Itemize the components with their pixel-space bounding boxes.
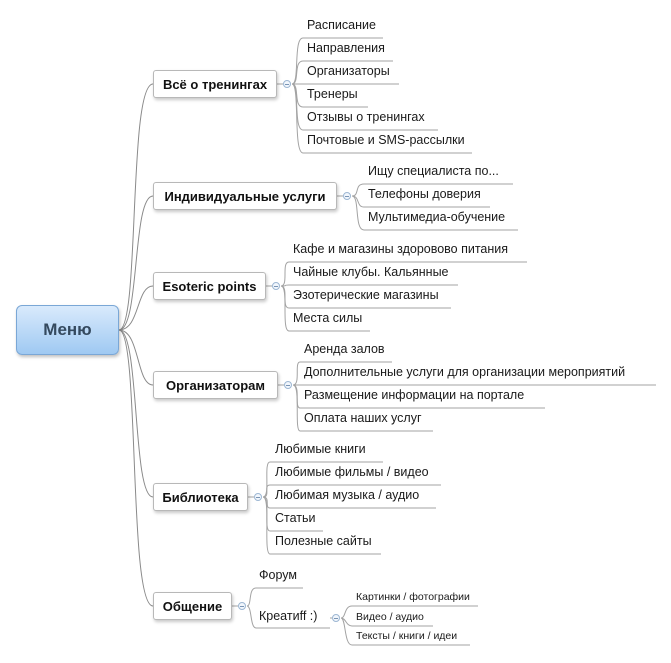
collapse-icon[interactable] [272, 282, 280, 290]
leaf-node[interactable]: Ищу специалиста по... [368, 164, 499, 178]
leaf-node[interactable]: Любимые книги [275, 442, 366, 456]
topic-node[interactable]: Esoteric points [153, 272, 266, 300]
leaf-node[interactable]: Кафе и магазины здоровово питания [293, 242, 509, 256]
root-node[interactable]: Меню [16, 305, 119, 355]
topic-node[interactable]: Индивидуальные услуги [153, 182, 337, 210]
collapse-icon[interactable] [284, 381, 292, 389]
leaf-node[interactable]: Расписание [307, 18, 376, 32]
topic-label: Всё о тренингах [162, 76, 268, 92]
leaf-node[interactable]: Организаторы [307, 64, 390, 78]
leaf-node[interactable]: Аренда залов [304, 342, 385, 356]
topic-label: Библиотека [162, 489, 239, 505]
collapse-icon[interactable] [283, 80, 291, 88]
collapse-icon[interactable] [343, 192, 351, 200]
leaf-node[interactable]: Креатиff :) [259, 609, 318, 623]
leaf-node[interactable]: Телефоны доверия [368, 187, 481, 201]
leaf-node[interactable]: Мультимедиа-обучение [368, 210, 506, 224]
leaf-node[interactable]: Статьи [275, 511, 316, 525]
leaf-node[interactable]: Форум [259, 568, 297, 582]
leaf-node[interactable]: Картинки / фотографии [356, 591, 470, 603]
collapse-icon[interactable] [332, 614, 340, 622]
leaf-node[interactable]: Места силы [293, 311, 363, 325]
leaf-node[interactable]: Чайные клубы. Кальянные [293, 265, 449, 279]
topic-label: Организаторам [166, 377, 265, 393]
topic-node[interactable]: Библиотека [153, 483, 248, 511]
leaf-node[interactable]: Оплата наших услуг [304, 411, 422, 425]
leaf-node[interactable]: Любимая музыка / аудио [275, 488, 420, 502]
leaf-node[interactable]: Отзывы о тренингах [307, 110, 425, 124]
collapse-icon[interactable] [254, 493, 262, 501]
leaf-node[interactable]: Почтовые и SMS-рассылки [307, 133, 465, 147]
leaf-node[interactable]: Направления [307, 41, 385, 55]
collapse-icon[interactable] [238, 602, 246, 610]
topic-label: Esoteric points [162, 278, 257, 294]
topic-label: Индивидуальные услуги [164, 188, 326, 204]
root-label: Меню [43, 320, 92, 339]
leaf-node[interactable]: Полезные сайты [275, 534, 372, 548]
topic-node[interactable]: Организаторам [153, 371, 278, 399]
topic-node[interactable]: Всё о тренингах [153, 70, 277, 98]
topic-label: Общение [162, 598, 223, 614]
topic-node[interactable]: Общение [153, 592, 232, 620]
leaf-node[interactable]: Видео / аудио [356, 611, 424, 623]
leaf-node[interactable]: Дополнительные услуги для организации ме… [304, 365, 626, 379]
leaf-node[interactable]: Размещение информации на портале [304, 388, 525, 402]
leaf-node[interactable]: Любимые фильмы / видео [275, 465, 429, 479]
leaf-node[interactable]: Тренеры [307, 87, 358, 101]
leaf-node[interactable]: Эзотерические магазины [293, 288, 439, 302]
leaf-node[interactable]: Тексты / книги / идеи [356, 630, 458, 642]
